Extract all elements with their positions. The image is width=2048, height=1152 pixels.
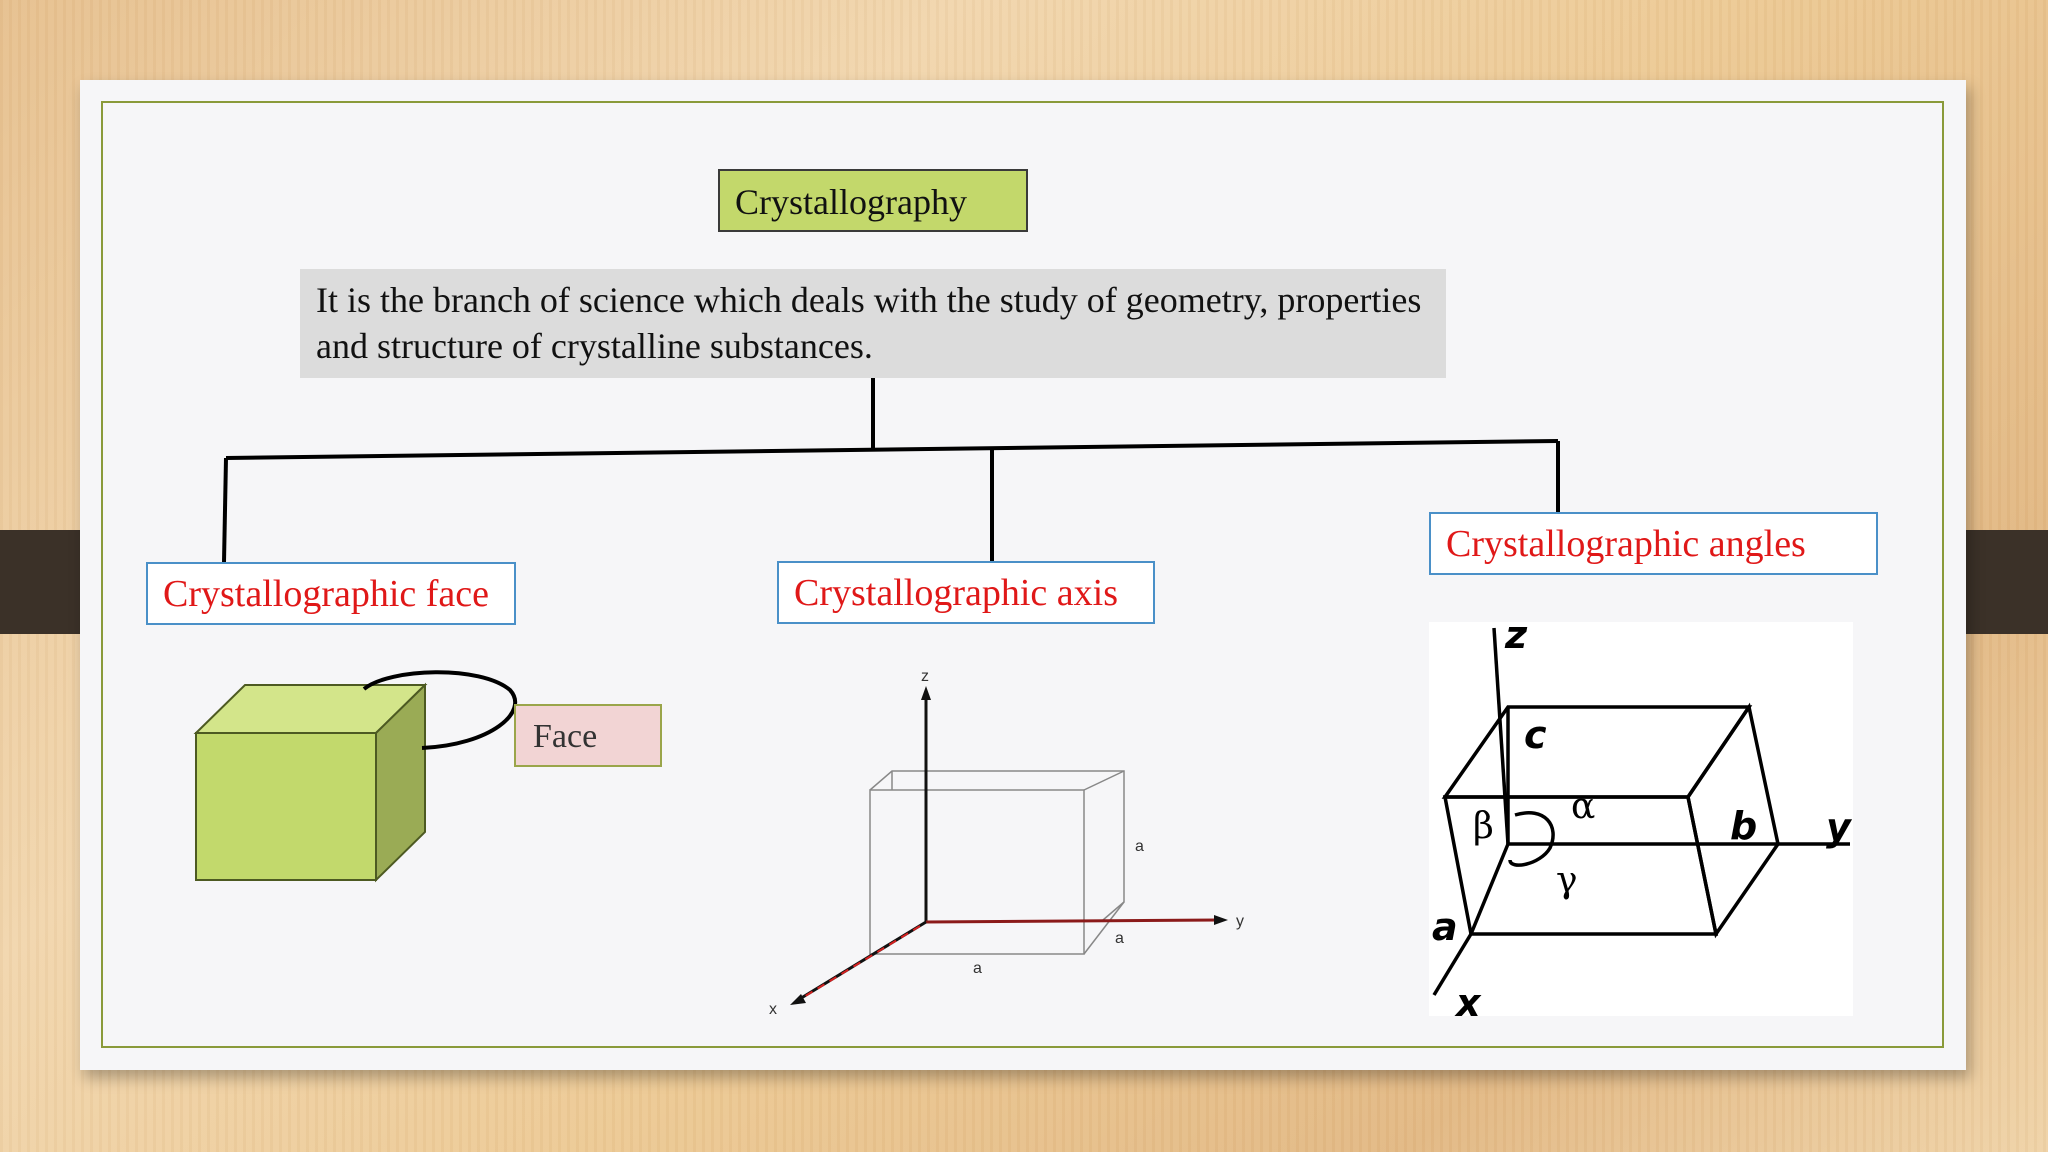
- axis-label-z: z: [921, 668, 929, 685]
- angles-figure: [1432, 627, 1850, 996]
- y-axis-line: [925, 918, 1219, 924]
- face-label-box: Face: [514, 704, 662, 767]
- box-top: [1441, 705, 1753, 799]
- connector-face: [222, 457, 228, 563]
- angles-label-beta: β: [1473, 806, 1494, 847]
- face-pointer-arc: [362, 670, 518, 750]
- angles-label-x: x: [1454, 981, 1482, 1025]
- angles-label-b: b: [1730, 804, 1757, 848]
- category-face-box: Crystallographic face: [146, 562, 516, 625]
- definition-box: It is the branch of science which deals …: [300, 269, 1446, 378]
- axis-label-x: x: [769, 1001, 777, 1018]
- angles-label-z: z: [1504, 613, 1528, 657]
- angles-z-axis: [1492, 627, 1510, 845]
- tree-connectors: [222, 378, 1560, 563]
- angles-x-axis: [1432, 933, 1473, 996]
- angles-label-y: y: [1826, 805, 1853, 849]
- angles-label-a: a: [1432, 905, 1458, 949]
- axis-label-edge-width: a: [973, 960, 982, 977]
- category-angles-box: Crystallographic angles: [1429, 512, 1878, 575]
- angle-arc: [1508, 811, 1555, 867]
- cube-figure: [193, 670, 518, 883]
- axis-label-y: y: [1236, 913, 1244, 930]
- title-box: Crystallography: [718, 169, 1028, 232]
- angles-figure-panel: [1429, 622, 1853, 1016]
- cube-front: [195, 732, 377, 881]
- axis-label-edge-height: a: [1135, 838, 1144, 855]
- angles-label-c: c: [1524, 713, 1547, 757]
- category-axis-box: Crystallographic axis: [777, 561, 1155, 624]
- axis-label-edge-depth: a: [1115, 930, 1124, 947]
- axis-figure: [790, 686, 1228, 1005]
- slide-border: [101, 101, 1944, 1048]
- connector-branch: [225, 439, 1559, 460]
- angles-label-gamma: γ: [1556, 860, 1578, 901]
- angles-label-alpha: α: [1571, 786, 1595, 827]
